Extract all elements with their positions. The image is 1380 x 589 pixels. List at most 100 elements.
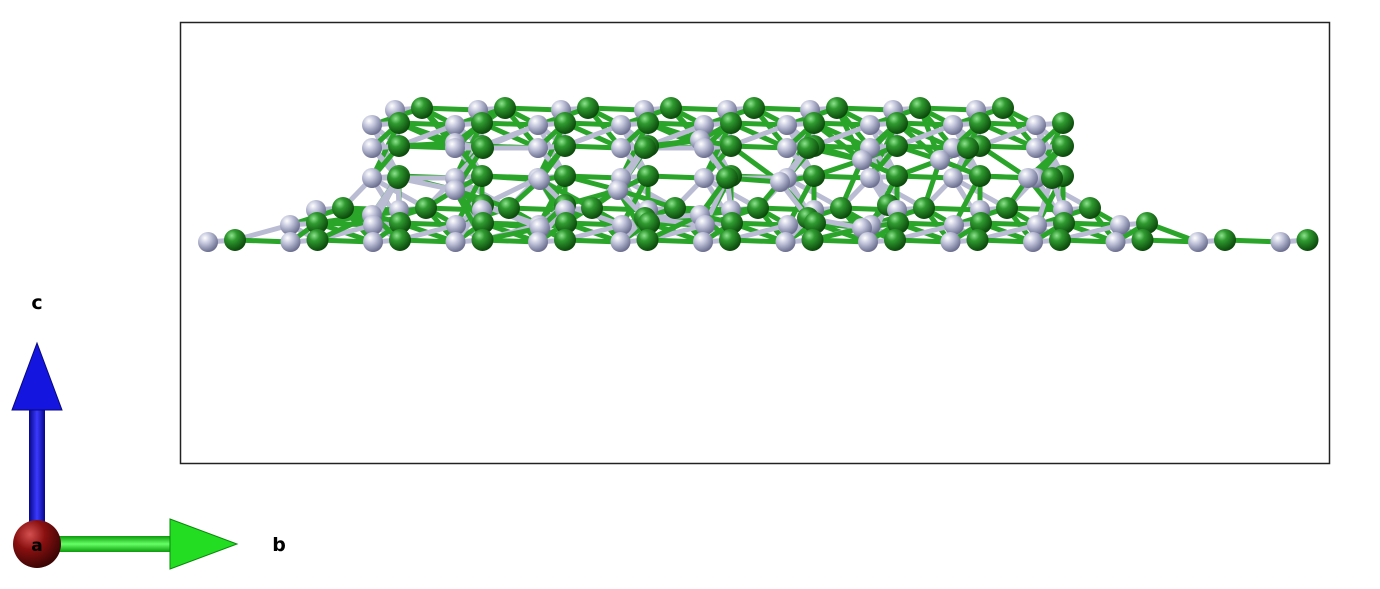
green-atom[interactable] xyxy=(581,197,603,219)
silver-atom[interactable] xyxy=(694,138,714,158)
green-atom[interactable] xyxy=(992,97,1014,119)
green-atom[interactable] xyxy=(389,229,411,251)
silver-atom[interactable] xyxy=(1023,232,1043,252)
green-atom[interactable] xyxy=(743,97,765,119)
green-atom[interactable] xyxy=(411,97,433,119)
silver-atom[interactable] xyxy=(777,115,797,135)
green-atom[interactable] xyxy=(801,229,824,251)
green-atom[interactable] xyxy=(472,212,494,234)
green-atom[interactable] xyxy=(577,97,599,119)
silver-atom[interactable] xyxy=(852,150,872,170)
green-atom[interactable] xyxy=(387,167,409,189)
silver-atom[interactable] xyxy=(362,115,382,135)
silver-atom[interactable] xyxy=(695,215,715,235)
silver-atom[interactable] xyxy=(693,232,713,252)
green-atom[interactable] xyxy=(637,112,659,134)
green-atom[interactable] xyxy=(830,197,852,219)
green-atom[interactable] xyxy=(471,165,493,187)
green-atom[interactable] xyxy=(803,112,825,134)
silver-atom[interactable] xyxy=(612,215,632,235)
green-atom[interactable] xyxy=(471,112,493,134)
green-atom[interactable] xyxy=(637,165,659,187)
green-atom[interactable] xyxy=(884,229,906,251)
green-atom[interactable] xyxy=(826,97,848,119)
silver-atom[interactable] xyxy=(860,168,880,188)
green-atom[interactable] xyxy=(1041,167,1063,189)
green-atom[interactable] xyxy=(1053,212,1075,234)
green-atom[interactable] xyxy=(909,97,931,119)
green-atom[interactable] xyxy=(664,197,686,219)
silver-atom[interactable] xyxy=(1188,232,1208,252)
silver-atom[interactable] xyxy=(362,138,382,158)
silver-atom[interactable] xyxy=(943,138,963,158)
green-atom[interactable] xyxy=(224,229,246,251)
silver-atom[interactable] xyxy=(610,232,631,252)
green-atom[interactable] xyxy=(1296,229,1319,251)
green-atom[interactable] xyxy=(415,197,437,219)
green-atom[interactable] xyxy=(804,212,826,234)
silver-atom[interactable] xyxy=(446,215,466,235)
green-atom[interactable] xyxy=(886,112,908,134)
green-atom[interactable] xyxy=(747,197,769,219)
green-atom[interactable] xyxy=(969,112,991,134)
silver-atom[interactable] xyxy=(362,168,382,188)
silver-atom[interactable] xyxy=(198,232,218,252)
silver-atom[interactable] xyxy=(770,172,790,192)
green-atom[interactable] xyxy=(1136,212,1158,234)
green-atom[interactable] xyxy=(554,229,576,251)
silver-atom[interactable] xyxy=(1018,168,1038,188)
silver-atom[interactable] xyxy=(445,232,466,252)
silver-atom[interactable] xyxy=(528,138,548,158)
silver-atom[interactable] xyxy=(528,232,548,252)
green-atom[interactable] xyxy=(332,197,354,219)
silver-atom[interactable] xyxy=(445,180,465,200)
green-atom[interactable] xyxy=(886,165,908,187)
green-atom[interactable] xyxy=(1052,112,1074,134)
silver-atom[interactable] xyxy=(943,168,963,188)
green-atom[interactable] xyxy=(660,97,682,119)
silver-atom[interactable] xyxy=(1027,215,1047,235)
silver-atom[interactable] xyxy=(694,168,714,188)
silver-atom[interactable] xyxy=(778,215,798,235)
green-atom[interactable] xyxy=(388,112,410,134)
green-atom[interactable] xyxy=(389,212,411,234)
silver-atom[interactable] xyxy=(1270,232,1291,252)
green-atom[interactable] xyxy=(913,197,935,219)
silver-atom[interactable] xyxy=(1110,215,1130,235)
green-atom[interactable] xyxy=(803,165,825,187)
green-atom[interactable] xyxy=(887,212,909,234)
green-atom[interactable] xyxy=(638,212,660,234)
green-atom[interactable] xyxy=(554,135,576,157)
green-atom[interactable] xyxy=(636,229,659,251)
silver-atom[interactable] xyxy=(445,115,465,135)
green-atom[interactable] xyxy=(306,229,329,251)
silver-atom[interactable] xyxy=(608,180,628,200)
green-atom[interactable] xyxy=(969,165,991,187)
silver-atom[interactable] xyxy=(611,115,631,135)
green-atom[interactable] xyxy=(306,212,328,234)
silver-atom[interactable] xyxy=(363,215,383,235)
silver-atom[interactable] xyxy=(860,115,880,135)
green-atom[interactable] xyxy=(957,137,979,159)
green-atom[interactable] xyxy=(1131,229,1154,251)
silver-atom[interactable] xyxy=(280,215,300,235)
silver-atom[interactable] xyxy=(445,138,465,158)
green-atom[interactable] xyxy=(498,197,520,219)
green-atom[interactable] xyxy=(716,167,738,189)
silver-atom[interactable] xyxy=(1026,138,1046,158)
green-atom[interactable] xyxy=(554,165,576,187)
green-atom[interactable] xyxy=(970,212,992,234)
green-atom[interactable] xyxy=(886,135,908,157)
silver-atom[interactable] xyxy=(363,232,383,252)
silver-atom[interactable] xyxy=(1026,115,1046,135)
green-atom[interactable] xyxy=(721,212,743,234)
silver-atom[interactable] xyxy=(775,232,796,252)
silver-atom[interactable] xyxy=(930,150,950,170)
green-atom[interactable] xyxy=(996,197,1018,219)
green-atom[interactable] xyxy=(472,137,494,159)
silver-atom[interactable] xyxy=(280,232,301,252)
silver-atom[interactable] xyxy=(530,170,550,190)
silver-atom[interactable] xyxy=(777,138,797,158)
green-atom[interactable] xyxy=(634,137,656,159)
silver-atom[interactable] xyxy=(943,115,963,135)
